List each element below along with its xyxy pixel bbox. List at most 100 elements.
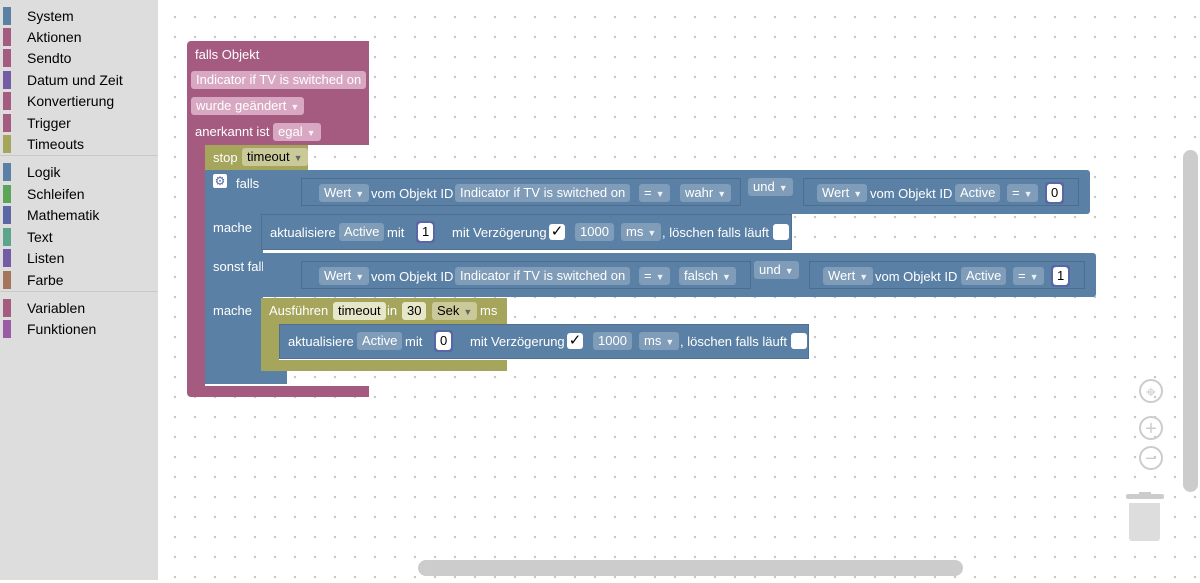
operator-dropdown-2[interactable]: =▼: [1007, 184, 1038, 202]
update-object-text: Active: [344, 224, 380, 239]
delay-checkbox[interactable]: ✓: [567, 332, 583, 349]
number-value[interactable]: 0: [1047, 184, 1063, 202]
number-block[interactable]: 1: [1051, 265, 1071, 287]
update-object-text: Active: [362, 333, 398, 348]
timeout-name-field[interactable]: timeout: [333, 302, 386, 320]
and-text: und: [753, 179, 775, 194]
delay-checkbox[interactable]: ✓: [549, 223, 565, 240]
vertical-scrollbar[interactable]: [1183, 150, 1198, 492]
number-value[interactable]: 1: [1053, 267, 1069, 285]
zoom-in-icon[interactable]: +: [1139, 416, 1163, 440]
condition-1[interactable]: Wert▼ vom Objekt ID Indicator if TV is s…: [263, 170, 1090, 214]
category-label: Funktionen: [27, 320, 97, 337]
trigger-object-field[interactable]: Indicator if TV is switched on: [191, 71, 367, 89]
trash-icon[interactable]: [1126, 492, 1164, 542]
category-label: Schleifen: [27, 185, 85, 202]
number-value[interactable]: 0: [436, 332, 452, 350]
compare-2a: [301, 261, 751, 289]
wert-dropdown-2[interactable]: Wert▼: [817, 184, 868, 202]
unit-text: ms: [626, 224, 644, 239]
toolbox-category-schleifen[interactable]: Schleifen: [3, 183, 158, 204]
toolbox-category-system[interactable]: System: [3, 5, 158, 26]
toolbox-category-logik[interactable]: Logik: [3, 161, 158, 182]
trigger-changed-dropdown[interactable]: wurde geändert▼: [191, 97, 305, 115]
compare-1b: [803, 178, 1079, 206]
toolbox-category-sendto[interactable]: Sendto: [3, 47, 158, 68]
toolbox-separator: [0, 155, 158, 156]
toolbox-category-funktionen[interactable]: Funktionen: [3, 318, 158, 339]
vom-objekt-label-2: vom Objekt ID: [870, 186, 953, 201]
update-block-1[interactable]: aktualisiere Active mit 1 mit Verzögerun…: [261, 214, 792, 250]
chevron-down-icon: ▼: [355, 272, 365, 282]
stop-timeout-block[interactable]: stop timeout▼: [205, 145, 308, 170]
trigger-block[interactable]: falls Objekt Indicator if TV is switched…: [187, 41, 369, 145]
horizontal-scrollbar[interactable]: [418, 560, 963, 576]
toolbox-category-mathematik[interactable]: Mathematik: [3, 204, 158, 225]
category-label: Variablen: [27, 299, 86, 316]
toolbox-category-datum-und-zeit[interactable]: Datum und Zeit: [3, 69, 158, 90]
bool-dropdown[interactable]: wahr▼: [680, 184, 732, 202]
chevron-down-icon: ▼: [1023, 189, 1033, 199]
zoom-out-icon[interactable]: −: [1139, 446, 1163, 470]
toolbox-category-timeouts[interactable]: Timeouts: [3, 133, 158, 154]
object-id-field[interactable]: Indicator if TV is switched on: [455, 267, 631, 285]
category-color-bar: [3, 134, 11, 153]
operator-dropdown-2[interactable]: =▼: [1013, 267, 1044, 285]
and-dropdown[interactable]: und▼: [748, 178, 793, 196]
number-block[interactable]: 0: [434, 330, 454, 352]
category-color-bar: [3, 270, 11, 289]
vom-objekt-label: vom Objekt ID: [371, 186, 454, 201]
update-block-2[interactable]: aktualisiere Active mit 0 mit Verzögerun…: [279, 324, 809, 359]
number-block[interactable]: 1: [416, 221, 436, 243]
toolbox-category-listen[interactable]: Listen: [3, 247, 158, 268]
number-value[interactable]: 1: [418, 223, 434, 241]
toolbox-category-text[interactable]: Text: [3, 226, 158, 247]
delay-ms-field[interactable]: 1000: [575, 223, 614, 241]
object-id-field-2[interactable]: Active: [961, 267, 1007, 285]
object-id-field[interactable]: Indicator if TV is switched on: [455, 184, 631, 202]
wert-dropdown[interactable]: Wert▼: [319, 267, 370, 285]
operator-dropdown[interactable]: =▼: [639, 267, 670, 285]
number-block[interactable]: 0: [1045, 182, 1065, 204]
compare-1a: [301, 178, 741, 206]
toolbox-category-konvertierung[interactable]: Konvertierung: [3, 90, 158, 111]
and-text: und: [759, 262, 781, 277]
timeout-label: Ausführen: [269, 303, 329, 318]
condition-2[interactable]: Wert▼ vom Objekt ID Indicator if TV is s…: [263, 253, 1096, 297]
update-object-field[interactable]: Active: [339, 223, 385, 241]
update-object-field[interactable]: Active: [357, 332, 403, 350]
chevron-down-icon: ▼: [293, 153, 303, 163]
center-icon[interactable]: ⌖: [1139, 379, 1163, 403]
delay-ms-field[interactable]: 1000: [593, 332, 632, 350]
timeout-unit-dropdown[interactable]: Sek▼: [432, 302, 478, 320]
toolbox-separator: [0, 291, 158, 292]
category-color-bar: [3, 248, 11, 267]
wert-dropdown[interactable]: Wert▼: [319, 184, 370, 202]
chevron-down-icon: ▼: [721, 272, 731, 282]
and-dropdown[interactable]: und▼: [754, 261, 799, 279]
ack-dropdown[interactable]: egal▼: [273, 123, 321, 141]
operator-dropdown[interactable]: =▼: [639, 184, 670, 202]
stop-timeout-dropdown[interactable]: timeout▼: [242, 148, 308, 166]
toolbox-category-trigger[interactable]: Trigger: [3, 112, 158, 133]
toolbox-category-farbe[interactable]: Farbe: [3, 269, 158, 290]
timeout-block[interactable]: Ausführen timeout in 30 Sek▼ ms: [261, 298, 507, 324]
gear-icon[interactable]: ⚙: [213, 174, 227, 188]
category-label: Mathematik: [27, 206, 100, 223]
object-id-field-2[interactable]: Active: [955, 184, 1001, 202]
if-block-bottom: [205, 370, 287, 384]
unit-dropdown[interactable]: ms▼: [639, 332, 680, 350]
clear-checkbox[interactable]: [773, 224, 789, 240]
wert-dropdown-2[interactable]: Wert▼: [823, 267, 874, 285]
toolbox-category-variablen[interactable]: Variablen: [3, 297, 158, 318]
category-label: Sendto: [27, 49, 72, 66]
chevron-down-icon: ▼: [784, 266, 794, 276]
unit-dropdown[interactable]: ms▼: [621, 223, 662, 241]
operator-text: =: [644, 268, 652, 283]
clear-checkbox[interactable]: [791, 333, 807, 349]
do-label-2: mache: [213, 303, 253, 318]
object-id-text-2: Active: [960, 185, 996, 200]
timeout-number-field[interactable]: 30: [402, 302, 427, 320]
bool-dropdown[interactable]: falsch▼: [679, 267, 736, 285]
toolbox-category-aktionen[interactable]: Aktionen: [3, 26, 158, 47]
